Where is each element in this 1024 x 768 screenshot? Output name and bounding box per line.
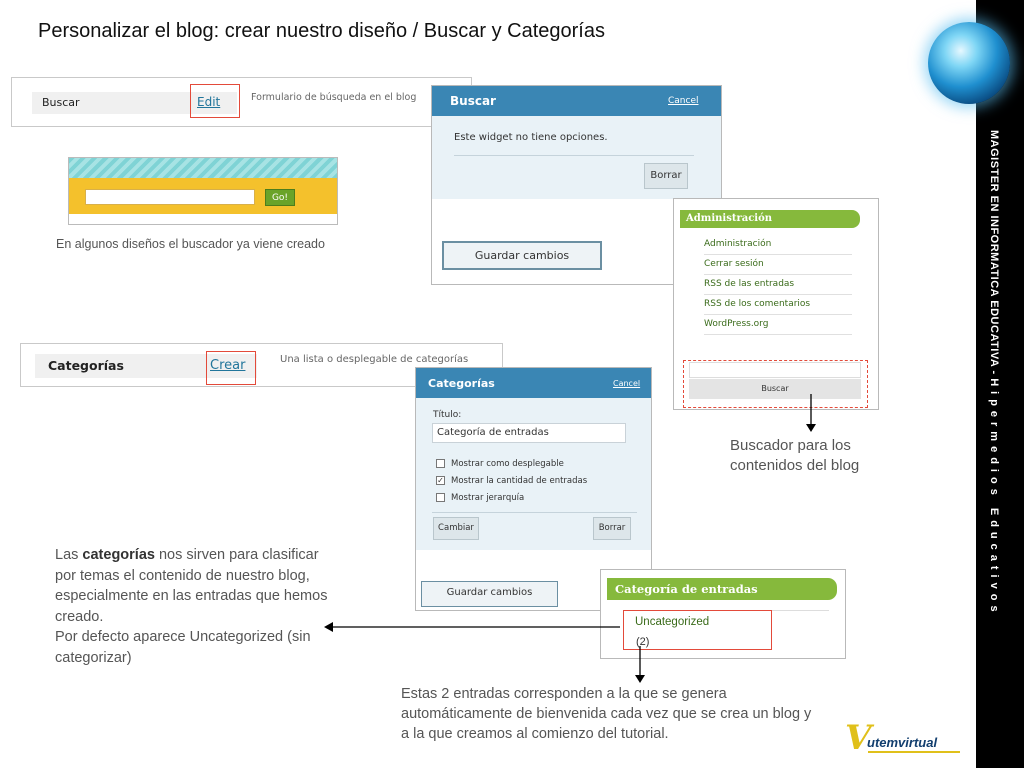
checkbox-dropdown[interactable] — [436, 459, 445, 468]
bottom-note: Estas 2 entradas corresponden a la que s… — [401, 686, 812, 742]
logo-v: V — [845, 718, 872, 758]
categorias-save-button[interactable]: Guardar cambios — [421, 581, 558, 607]
categorias-explanation: Las categorías nos sirven para clasifica… — [55, 545, 330, 668]
buscar-panel-title: Buscar — [450, 94, 496, 108]
theme-search-area: Go! — [69, 178, 337, 214]
categorias-widget-label: Categorías — [48, 358, 124, 373]
categorias-panel-cancel-link[interactable]: Cancel — [613, 379, 641, 388]
admin-sidebar: Administración Administración Cerrar ses… — [673, 198, 879, 410]
title-field-input[interactable]: Categoría de entradas — [432, 423, 626, 443]
logout-link[interactable]: Cerrar sesión — [704, 255, 852, 275]
explanation-bold: categorías — [82, 547, 155, 563]
side-sub-text: Hipermedios Educativos — [988, 378, 1000, 617]
explanation-line2: Por defecto aparece Uncategorized (sin c… — [55, 629, 311, 666]
checkbox-count[interactable]: ✓ — [436, 476, 445, 485]
search-arrow-icon — [806, 394, 816, 432]
explanation-lead: Las — [55, 547, 83, 563]
edit-highlight-box — [190, 84, 240, 118]
theme-search-go-button[interactable]: Go! — [265, 189, 295, 206]
logo-underline — [868, 751, 960, 753]
buscar-panel-divider — [454, 155, 694, 156]
option-dropdown-label: Mostrar como desplegable — [451, 459, 564, 469]
utemvirtual-logo: V utemvirtual — [845, 718, 965, 758]
rss-entries-link[interactable]: RSS de las entradas — [704, 275, 852, 295]
sidebar-search-button[interactable]: Buscar — [689, 379, 861, 399]
left-arrow-icon — [324, 622, 620, 632]
categorias-panel-title: Categorías — [428, 377, 495, 390]
buscar-widget-description: Formulario de búsqueda en el blog — [251, 92, 417, 103]
categorias-panel-divider — [432, 512, 637, 513]
buscar-edit-link[interactable]: Edit — [197, 95, 221, 109]
categorias-change-button[interactable]: Cambiar — [433, 517, 479, 540]
admin-sidebar-title: Administración — [680, 210, 860, 228]
categorias-panel-header: Categorías Cancel — [416, 368, 651, 398]
categorias-result-widget: Categoría de entradas Uncategorized (2) — [600, 569, 846, 659]
side-main-text: MAGISTER EN INFORMATICA EDUCATIVA - — [988, 130, 1000, 379]
theme-search-caption: En algunos diseños el buscador ya viene … — [56, 237, 325, 251]
option-hierarchy-label: Mostrar jerarquía — [451, 493, 525, 503]
categorias-widget-handle[interactable]: Categorías — [35, 354, 257, 378]
buscar-panel: Buscar Cancel Este widget no tiene opcio… — [431, 85, 722, 285]
explanation-rest: nos sirven para clasificar por temas el … — [55, 547, 328, 625]
admin-link[interactable]: Administración — [704, 235, 852, 255]
categorias-result-title: Categoría de entradas — [607, 578, 837, 600]
uncategorized-link[interactable]: Uncategorized — [635, 616, 710, 628]
sidebar-search-highlight — [683, 360, 868, 408]
categorias-widget-description: Una lista o desplegable de categorías — [280, 354, 469, 365]
option-count[interactable]: ✓ Mostrar la cantidad de entradas — [436, 473, 587, 490]
buscar-panel-body: Este widget no tiene opciones. Borrar — [432, 116, 721, 199]
uncategorized-count: (2) — [636, 636, 650, 648]
buscar-panel-header: Buscar Cancel — [432, 86, 721, 116]
option-count-label: Mostrar la cantidad de entradas — [451, 476, 588, 486]
uncategorized-highlight-box — [623, 610, 772, 650]
buscar-widget-handle[interactable]: Buscar — [32, 92, 237, 114]
categorias-create-link[interactable]: Crear — [210, 358, 246, 373]
down-arrow-icon — [635, 646, 645, 683]
option-dropdown[interactable]: Mostrar como desplegable — [436, 456, 587, 473]
admin-link-list: Administración Cerrar sesión RSS de las … — [704, 235, 852, 335]
option-hierarchy[interactable]: Mostrar jerarquía — [436, 490, 587, 507]
buscar-panel-delete-button[interactable]: Borrar — [644, 163, 688, 189]
theme-search-example: Go! — [68, 157, 338, 225]
rss-comments-link[interactable]: RSS de los comentarios — [704, 295, 852, 315]
wordpress-org-link[interactable]: WordPress.org — [704, 315, 852, 335]
buscar-panel-message: Este widget no tiene opciones. — [454, 132, 608, 143]
buscar-widget-bar: Buscar Edit Formulario de búsqueda en el… — [11, 77, 472, 127]
page-title: Personalizar el blog: crear nuestro dise… — [38, 20, 605, 42]
categorias-options: Mostrar como desplegable ✓ Mostrar la can… — [436, 456, 587, 507]
categorias-panel-body: Título: Categoría de entradas Mostrar co… — [416, 398, 651, 550]
categorias-delete-button[interactable]: Borrar — [593, 517, 631, 540]
globe-logo-icon — [928, 22, 1010, 104]
sidebar-search-caption: Buscador para los contenidos del blog — [730, 437, 860, 474]
side-bar — [976, 0, 1024, 768]
checkbox-hierarchy[interactable] — [436, 493, 445, 502]
buscar-panel-save-button[interactable]: Guardar cambios — [442, 241, 602, 270]
title-field-label: Título: — [433, 410, 462, 420]
logo-text: utemvirtual — [867, 735, 938, 750]
buscar-widget-label: Buscar — [42, 96, 80, 109]
theme-search-input[interactable] — [85, 189, 255, 205]
side-vertical-text: MAGISTER EN INFORMATICA EDUCATIVA - Hipe… — [988, 130, 1000, 617]
sidebar-search-input[interactable] — [689, 362, 861, 378]
theme-header-strip — [69, 158, 337, 178]
buscar-panel-cancel-link[interactable]: Cancel — [668, 96, 699, 106]
create-highlight-box — [206, 351, 256, 385]
